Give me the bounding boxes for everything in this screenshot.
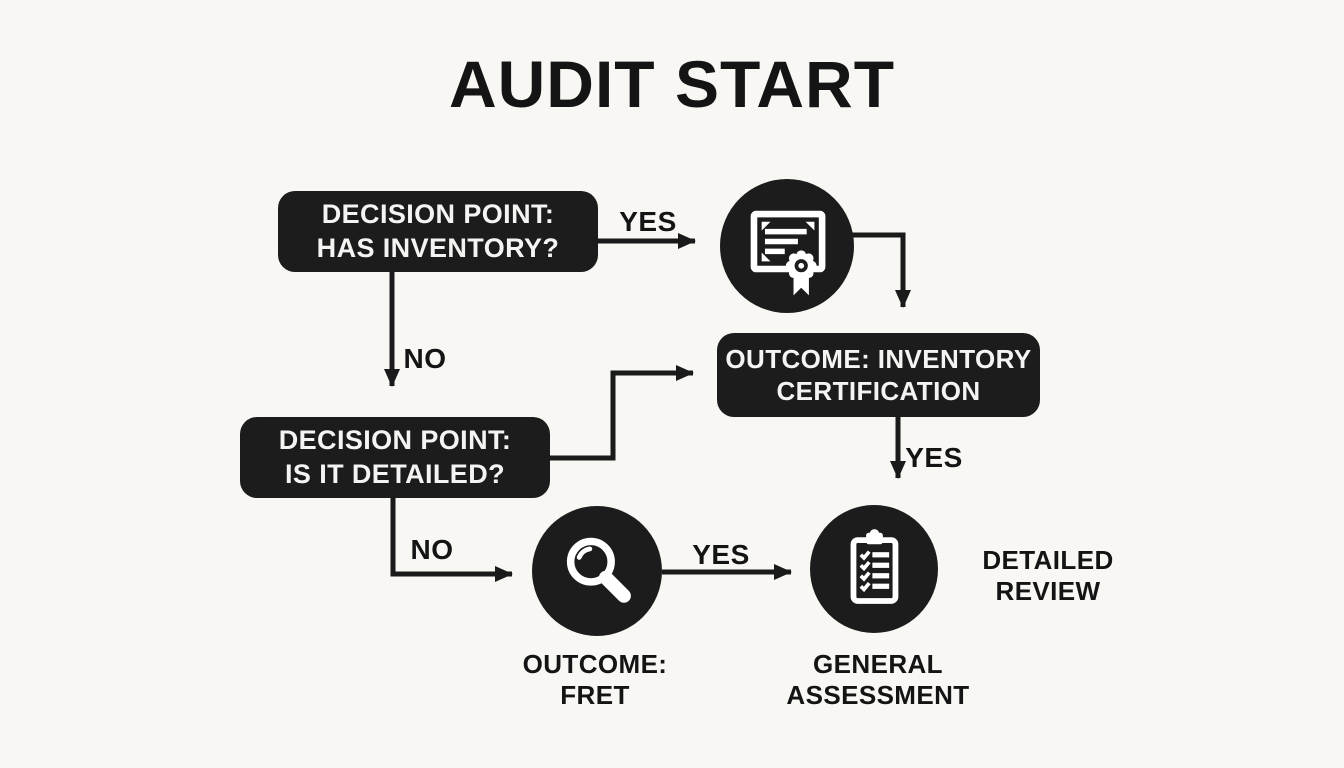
magnifying-glass-icon	[566, 537, 631, 603]
edge-label-no: NO	[410, 534, 454, 565]
caption-line: FRET	[560, 679, 630, 710]
edge-label-yes: YES	[692, 539, 750, 570]
caption-line: OUTCOME:	[522, 649, 668, 679]
decision-node-label: DECISION POINT:	[321, 198, 555, 229]
outcome-node-label: OUTCOME: INVENTORY	[725, 343, 1032, 374]
caption-outcome-fret: OUTCOME: FRET	[495, 649, 695, 710]
fret-node	[532, 506, 662, 636]
certificate-seal	[785, 250, 817, 282]
diagram-title: AUDIT START	[448, 47, 896, 121]
caption-detailed-review: DETAILED REVIEW	[963, 545, 1133, 606]
certificate-ribbon	[793, 276, 809, 296]
edge-certificate-to-outcome	[850, 232, 911, 308]
caption-line: REVIEW	[995, 575, 1101, 606]
outcome-node-label: CERTIFICATION	[776, 376, 981, 406]
edge-label-no: NO	[403, 343, 447, 374]
decision-node-label: IS IT DETAILED?	[285, 458, 505, 489]
edge-label-yes: YES	[619, 206, 677, 237]
decision-node-is-detailed: DECISION POINT: IS IT DETAILED?	[240, 417, 550, 498]
caption-line: GENERAL	[813, 649, 943, 679]
certificate-icon	[750, 210, 826, 296]
edge-is-detailed-to-outcome	[550, 365, 694, 461]
decision-node-has-inventory: DECISION POINT: HAS INVENTORY?	[278, 191, 598, 272]
decision-node-label: DECISION POINT:	[278, 424, 512, 455]
decision-node-label: HAS INVENTORY?	[316, 232, 560, 263]
caption-general-assessment: GENERAL ASSESSMENT	[753, 649, 1003, 710]
clipboard-checklist-icon	[850, 528, 898, 604]
certificate-node	[720, 179, 854, 313]
general-assessment-node	[810, 505, 938, 633]
caption-line: ASSESSMENT	[786, 679, 970, 710]
caption-line: DETAILED	[982, 545, 1114, 575]
edge-label-yes: YES	[905, 442, 963, 473]
outcome-node-inventory-certification: OUTCOME: INVENTORY CERTIFICATION	[717, 333, 1040, 417]
